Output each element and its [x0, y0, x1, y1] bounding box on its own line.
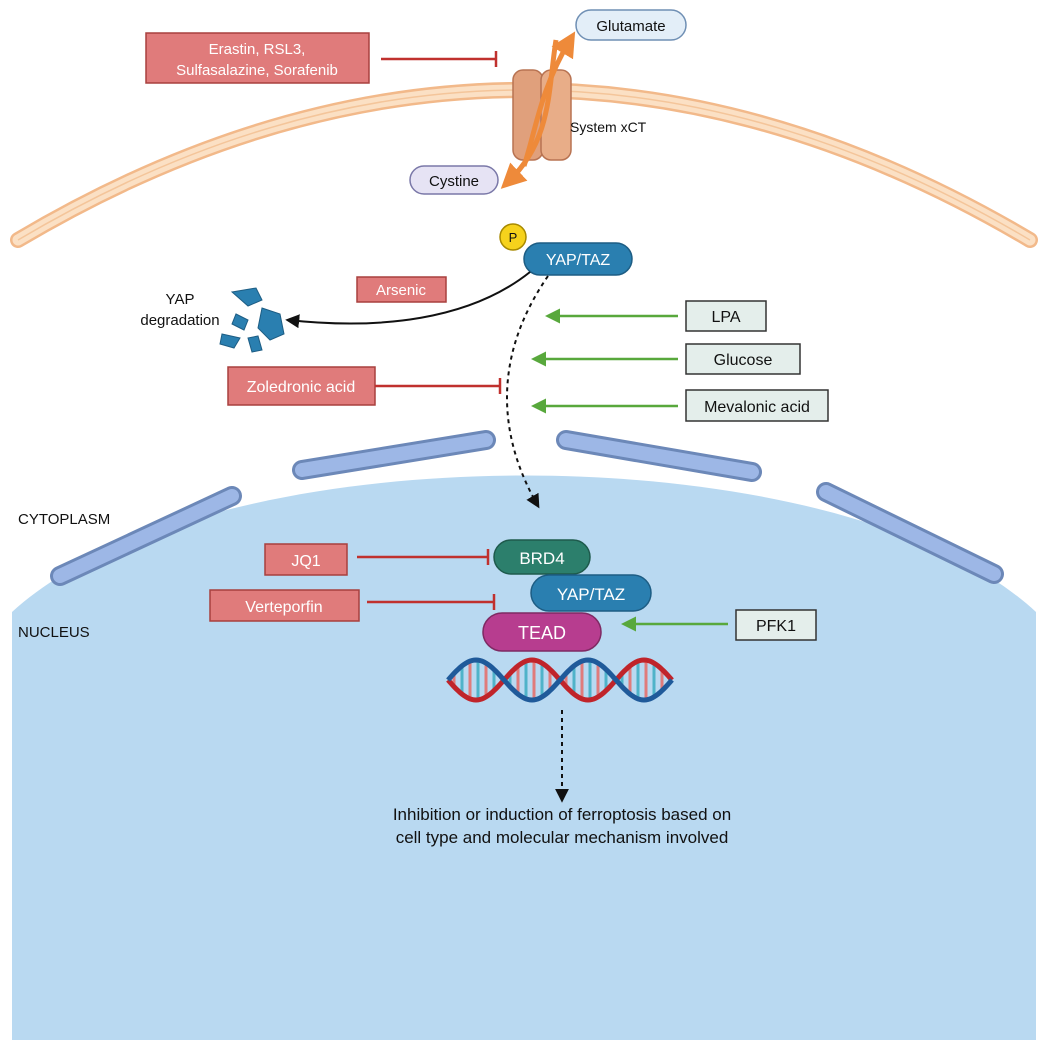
- glutamate-label: Glutamate: [596, 18, 665, 35]
- cystine-label: Cystine: [429, 173, 479, 190]
- arsenic-box: [356, 276, 447, 303]
- jq1-inhibition-line: [357, 549, 490, 565]
- degradation-arrow: [285, 271, 531, 329]
- glucose-label: Glucose: [714, 352, 773, 369]
- nuclear-envelope-segment: [292, 430, 496, 480]
- yap-degradation-line2: degradation: [140, 312, 219, 329]
- cystine-import-arrow: [500, 39, 559, 189]
- brd4-pill: [493, 539, 591, 575]
- nuclear-envelope-segment: [816, 482, 1004, 584]
- lpa-box: [685, 300, 767, 332]
- yap-degradation-line1: YAP: [166, 291, 195, 308]
- phosphate-icon: [499, 223, 527, 251]
- jq1-box: [264, 543, 348, 576]
- arsenic-label: Arsenic: [376, 282, 427, 299]
- mevalonic-box: [685, 389, 829, 422]
- verteporfin-box: [209, 589, 360, 622]
- tead-pill: [482, 612, 602, 652]
- yap-taz-nuc-pill: [530, 574, 652, 612]
- yap-taz-nuc-label: YAP/TAZ: [557, 585, 625, 604]
- nuclear-envelope: [50, 430, 1004, 586]
- zoledronic-box: [227, 366, 376, 406]
- system-xct-transporter: [500, 31, 576, 189]
- outcome-line1: Inhibition or induction of ferroptosis b…: [393, 805, 731, 824]
- dna-strand: [446, 657, 674, 703]
- verteporfin-label: Verteporfin: [245, 599, 322, 616]
- jq1-label: JQ1: [291, 553, 320, 570]
- lpa-label: LPA: [711, 309, 740, 326]
- zoledronic-label: Zoledronic acid: [247, 379, 356, 396]
- dna-helix-icon: [446, 657, 674, 703]
- verteporfin-inhibition-line: [367, 594, 496, 610]
- mevalonic-label: Mevalonic acid: [704, 399, 810, 416]
- phosphate-label: P: [509, 230, 518, 245]
- system-xct-label: System xCT: [570, 119, 647, 135]
- xct-inhibitor-box: [145, 32, 370, 84]
- cytoplasm-label: CYTOPLASM: [18, 511, 110, 528]
- tead-label: TEAD: [518, 623, 566, 643]
- nuclear-envelope-segment: [50, 486, 242, 586]
- zoledronic-inhibition-line: [375, 378, 502, 394]
- xct-inhibitor-line1: Erastin, RSL3,: [209, 41, 306, 58]
- yap-taz-cyto-label: YAP/TAZ: [546, 252, 611, 269]
- nucleus-label: NUCLEUS: [18, 624, 90, 641]
- pfk1-box: [735, 609, 817, 641]
- nuclear-envelope-segment: [556, 430, 762, 482]
- glucose-box: [685, 343, 801, 375]
- yap-taz-cyto-pill: [523, 242, 633, 276]
- degraded-fragments-icon: [219, 287, 285, 353]
- nuclear-translocation-arrow: [506, 275, 549, 509]
- outcome-line2: cell type and molecular mechanism involv…: [396, 828, 729, 847]
- cystine-pill: [409, 165, 499, 195]
- pfk1-label: PFK1: [756, 618, 796, 635]
- xct-inhibitor-line2: Sulfasalazine, Sorafenib: [176, 62, 338, 79]
- brd4-label: BRD4: [519, 549, 564, 568]
- glutamate-pill: [575, 9, 687, 41]
- xct-inhibition-line: [381, 51, 498, 67]
